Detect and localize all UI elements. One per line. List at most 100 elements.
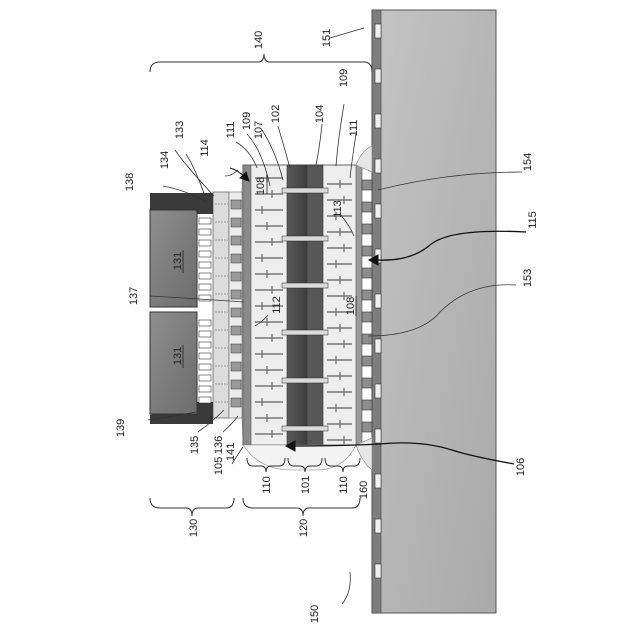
label-151: 151 <box>321 29 333 47</box>
microbump <box>199 251 211 257</box>
label-137: 137 <box>128 287 140 305</box>
label-113: 113 <box>332 200 344 218</box>
label-133: 133 <box>174 121 186 139</box>
label-154: 154 <box>522 153 534 171</box>
microbump <box>199 342 211 348</box>
circuit-board <box>372 10 496 613</box>
solder-joint <box>362 246 372 256</box>
package-bump <box>231 398 241 407</box>
label-141: 141 <box>225 443 237 461</box>
label-102: 102 <box>270 105 282 123</box>
core-via <box>282 188 328 193</box>
microbump <box>199 262 211 268</box>
microbump <box>199 273 211 279</box>
label-136: 136 <box>213 436 225 454</box>
microbump <box>199 397 211 403</box>
label-131a: 131 <box>172 252 184 270</box>
board-pad <box>375 24 381 38</box>
substrate-core-mid <box>307 165 323 445</box>
substrate-core-dark <box>287 165 307 445</box>
package-bump <box>231 380 241 389</box>
label-140: 140 <box>253 31 265 49</box>
microbump <box>199 375 211 381</box>
solder-joint <box>362 268 372 278</box>
board-pad <box>375 204 381 218</box>
solder-joint <box>362 378 372 388</box>
core-via <box>282 236 328 241</box>
board-pad <box>375 159 381 173</box>
board-pad <box>375 69 381 83</box>
board-pad <box>375 474 381 488</box>
solder-joint <box>362 356 372 366</box>
solder-joint <box>362 400 372 410</box>
package-bump <box>231 236 241 245</box>
label-112: 112 <box>271 296 283 314</box>
label-135: 135 <box>189 436 201 454</box>
label-110a: 110 <box>261 476 273 494</box>
label-105: 105 <box>213 457 225 475</box>
solder-joint <box>362 334 372 344</box>
microbump <box>199 295 211 301</box>
die-microbumps <box>199 218 211 403</box>
solder-joint <box>362 180 372 190</box>
label-130: 130 <box>188 519 200 537</box>
core-via <box>282 283 328 288</box>
label-110b: 110 <box>338 476 350 494</box>
microbump <box>199 364 211 370</box>
label-111a: 111 <box>225 122 237 139</box>
package-bump <box>231 362 241 371</box>
solder-joint <box>362 312 372 322</box>
brace-130 <box>150 498 234 516</box>
label-106: 106 <box>515 458 527 476</box>
package-bump <box>231 218 241 227</box>
label-101: 101 <box>300 476 312 494</box>
label-109a: 109 <box>241 112 253 130</box>
solder-joint <box>362 422 372 432</box>
board-pad <box>375 429 381 443</box>
top-build-up-layer <box>243 165 251 445</box>
microbump <box>199 353 211 359</box>
label-138: 138 <box>124 173 136 191</box>
label-120: 120 <box>298 519 310 537</box>
microbump <box>199 218 211 224</box>
package-bump <box>231 308 241 317</box>
board-pad <box>375 564 381 578</box>
package-bump <box>231 344 241 353</box>
label-134: 134 <box>159 151 171 169</box>
core-via <box>282 378 328 383</box>
board-pad <box>375 519 381 533</box>
core-via <box>282 426 328 431</box>
package-bump <box>231 290 241 299</box>
package-bump <box>231 200 241 209</box>
package-bump <box>231 326 241 335</box>
label-111b: 111 <box>348 120 360 137</box>
package-bump <box>231 254 241 263</box>
core-via <box>282 330 328 335</box>
label-104: 104 <box>314 105 326 123</box>
label-139: 139 <box>115 419 127 437</box>
microbump <box>199 386 211 392</box>
label-114: 114 <box>199 139 211 157</box>
microbump <box>199 320 211 326</box>
microbump <box>199 229 211 235</box>
package-bump <box>231 272 241 281</box>
solder-joint <box>362 202 372 212</box>
solder-joint <box>362 290 372 300</box>
board-pad <box>375 384 381 398</box>
label-150: 150 <box>309 605 321 623</box>
solder-joint <box>362 224 372 234</box>
label-108a: 108 <box>255 177 267 195</box>
brace-120 <box>243 498 360 516</box>
microbump <box>199 331 211 337</box>
board-pad <box>375 294 381 308</box>
board-solder-joints <box>362 180 372 432</box>
microbump <box>199 284 211 290</box>
board-pad <box>375 339 381 353</box>
microbump <box>199 240 211 246</box>
label-131b: 131 <box>172 347 184 365</box>
label-107: 107 <box>253 121 265 139</box>
board-pad <box>375 114 381 128</box>
label-160: 160 <box>358 481 370 499</box>
label-153: 153 <box>522 269 534 287</box>
